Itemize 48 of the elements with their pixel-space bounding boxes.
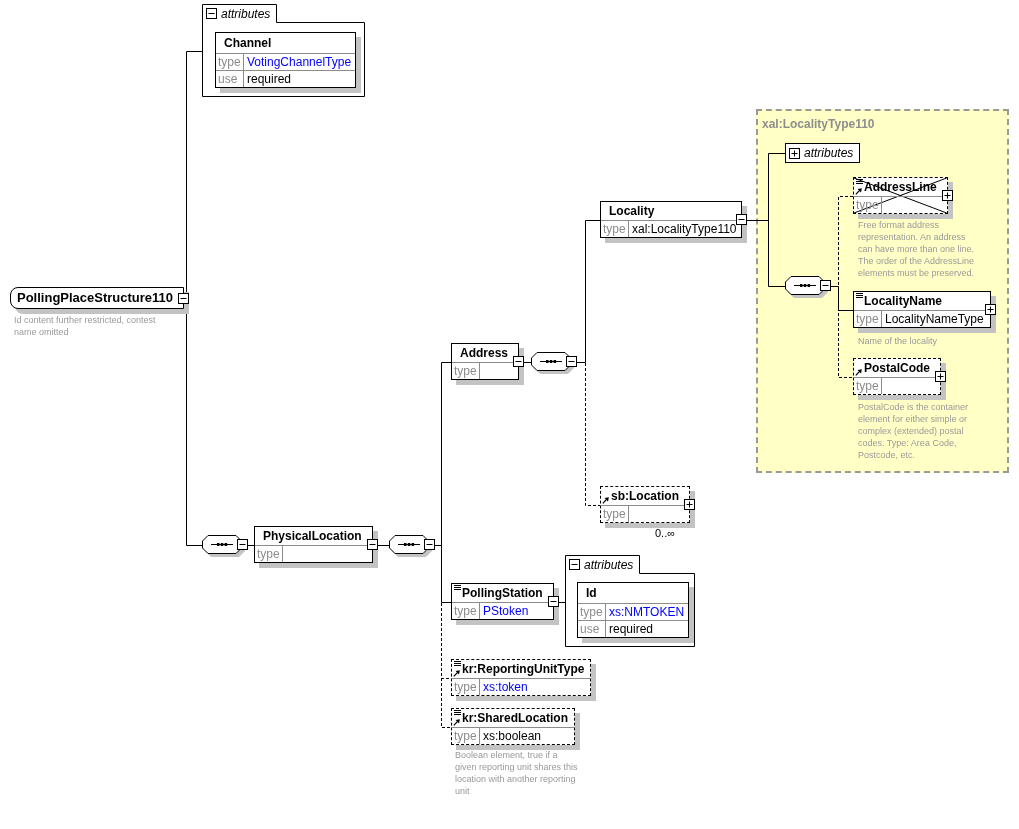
- annotation-text: Id content further restricted, contest name omitted: [14, 314, 157, 338]
- annotation-text: PostalCode is the container element for either simple or complex (extended) postal codes. Type: Area Code, Postcode, etc.: [858, 401, 970, 461]
- group-label: attributes: [584, 557, 634, 572]
- property-value-cell-text: required: [246, 71, 293, 87]
- property-name-cell: type: [216, 54, 244, 70]
- property-name-cell: type: [452, 603, 480, 619]
- property-value-cell-text: xs:NMTOKEN: [608, 604, 686, 620]
- element-name: kr:SharedLocation: [462, 711, 569, 725]
- attribute-group-box: [202, 4, 365, 97]
- element-name: kr:ReportingUnitType: [462, 662, 585, 676]
- element-name: LocalityName: [864, 294, 943, 308]
- element-name: Channel: [224, 36, 272, 50]
- element-name: PollingStation: [462, 586, 543, 600]
- attribute-group-box: [565, 555, 695, 647]
- occurrence-label: 0..∞: [655, 527, 677, 540]
- element-name: PostalCode: [864, 361, 930, 375]
- property-name-cell: type: [255, 546, 283, 562]
- property-name-cell: use: [578, 621, 606, 637]
- property-value-cell-text: VotingChannelType: [246, 54, 353, 70]
- type-region: [756, 109, 1009, 473]
- property-value-cell-text: LocalityNameType: [884, 311, 985, 327]
- element-name: Id: [586, 586, 597, 600]
- property-name-cell: type: [854, 378, 882, 394]
- element-name: Address: [460, 346, 509, 360]
- annotation-text: Boolean element, true if a given reporting unit shares this location with another reporting unit: [455, 749, 579, 797]
- property-value-cell-text: required: [608, 621, 655, 637]
- property-name-cell: type: [601, 221, 629, 237]
- attribute-group-box: [785, 143, 861, 163]
- annotation-text: Name of the locality: [858, 335, 939, 347]
- property-value-cell-text: xs:boolean: [482, 728, 543, 744]
- element-name: PhysicalLocation: [263, 529, 362, 543]
- property-name-cell: type: [601, 506, 629, 522]
- property-value-cell-text: xal:LocalityType110: [631, 221, 738, 237]
- property-value-cell-text: PStoken: [482, 603, 530, 619]
- property-name-cell: type: [452, 363, 480, 379]
- property-name-cell: type: [452, 679, 480, 695]
- property-value-cell-text: xs:token: [482, 679, 529, 695]
- property-name-cell: use: [216, 71, 244, 87]
- element-name: PollingPlaceStructure110: [17, 290, 174, 305]
- property-name-cell: type: [452, 728, 480, 744]
- region-title: xal:LocalityType110: [762, 117, 875, 131]
- property-name-cell: type: [578, 604, 606, 620]
- annotation-text: Free format address representation. An address can have more than one line. The order of the AddressLine elements must be preserved.: [858, 219, 976, 279]
- element-name: sb:Location: [611, 489, 679, 503]
- element-name: Locality: [609, 204, 655, 218]
- group-label: attributes: [804, 146, 854, 160]
- group-label: attributes: [221, 6, 271, 21]
- property-name-cell: type: [854, 311, 882, 327]
